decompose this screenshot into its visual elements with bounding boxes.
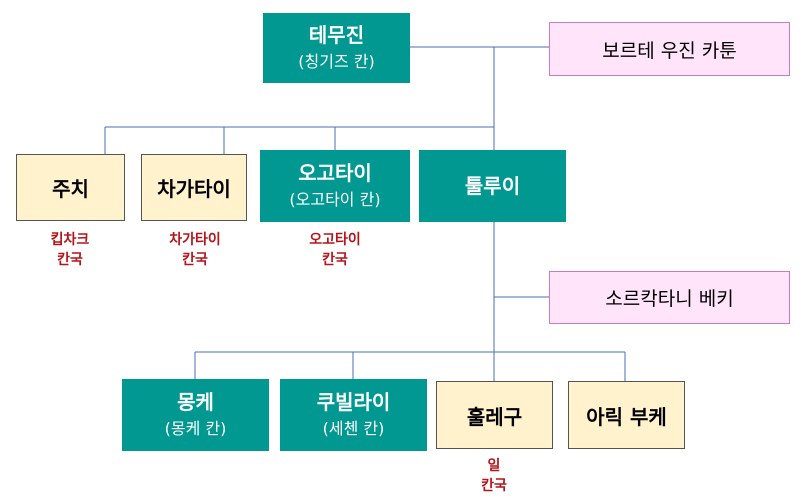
node-tolui: 툴루이	[419, 150, 566, 222]
node-kublai-name: 쿠빌라이	[316, 390, 391, 414]
node-temujin-name: 테무진	[308, 23, 365, 47]
node-chagatai: 차가타이	[141, 154, 247, 221]
khanate-label-ogedei: 오고타이 칸국	[290, 230, 380, 270]
node-ogedei-name: 오고타이	[298, 161, 372, 185]
node-ogedei-title: (오고타이 칸)	[289, 190, 381, 209]
node-tolui-name: 툴루이	[464, 174, 521, 198]
khanate-label-jochi: 킵차크 칸국	[25, 230, 115, 270]
node-temujin: 테무진 (칭기즈 칸)	[263, 13, 410, 83]
node-kublai: 쿠빌라이 (세첸 칸)	[280, 379, 427, 451]
node-mongke-name: 몽케	[177, 390, 214, 414]
node-borte: 보르테 우진 카툰	[549, 22, 790, 76]
khanate-ogedei-line1: 오고타이	[309, 232, 361, 248]
khanate-chagatai-line2: 칸국	[182, 252, 208, 268]
node-jochi-name: 주치	[52, 177, 89, 201]
khanate-ogedei-line2: 칸국	[322, 252, 348, 268]
khanate-label-hulegu: 일 칸국	[449, 456, 539, 496]
node-sorghaghtani-name: 소르칵타니 베키	[605, 288, 734, 310]
node-hulegu-name: 훌레구	[466, 404, 523, 429]
node-ariq-boke: 아릭 부케	[568, 381, 685, 449]
node-mongke: 몽케 (몽케 칸)	[122, 379, 269, 451]
khanate-jochi-line1: 킵차크	[50, 232, 90, 248]
khanate-label-chagatai: 차가타이 칸국	[150, 230, 240, 270]
node-sorghaghtani: 소르칵타니 베키	[549, 271, 790, 324]
node-jochi: 주치	[16, 154, 125, 221]
node-ariq-boke-name: 아릭 부케	[586, 404, 667, 429]
node-kublai-title: (세첸 칸)	[322, 419, 385, 438]
node-hulegu: 훌레구	[436, 381, 553, 449]
khanate-chagatai-line1: 차가타이	[169, 232, 221, 248]
khanate-hulegu-line2: 칸국	[481, 478, 507, 494]
node-temujin-title: (칭기즈 칸)	[298, 52, 375, 71]
node-chagatai-name: 차가타이	[157, 177, 231, 201]
khanate-jochi-line2: 칸국	[57, 252, 83, 268]
khanate-hulegu-line1: 일	[487, 458, 501, 474]
node-ogedei: 오고타이 (오고타이 칸)	[260, 150, 410, 222]
node-borte-name: 보르테 우진 카툰	[602, 39, 737, 62]
node-mongke-title: (몽케 칸)	[164, 419, 227, 438]
